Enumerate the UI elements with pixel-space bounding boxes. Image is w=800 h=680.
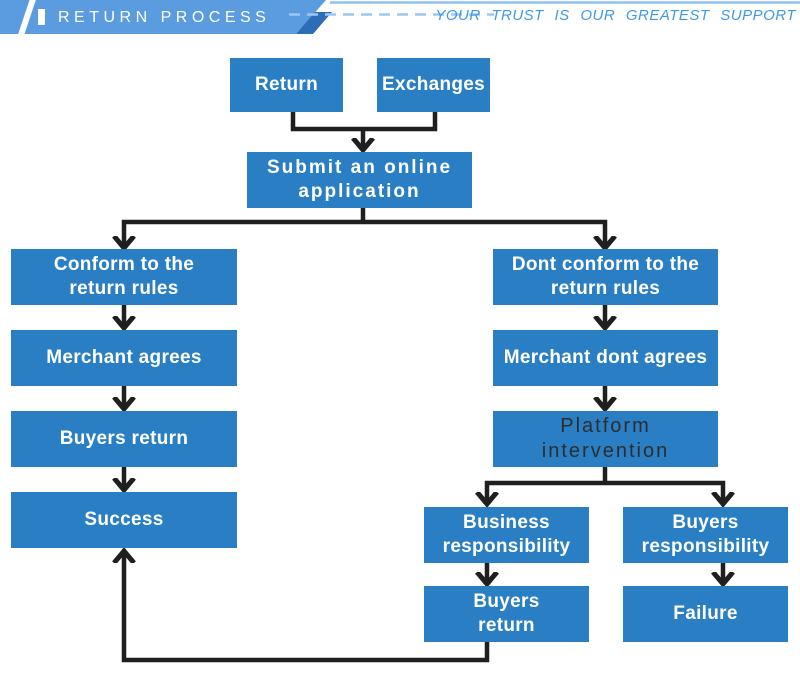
connector-split-branches xyxy=(124,219,605,248)
node-platform-intervention: Platform intervention xyxy=(493,411,718,467)
node-buyers-return-2: Buyers return xyxy=(424,586,589,642)
page-title: RETURN PROCESS xyxy=(58,9,271,26)
banner-slash-decoration xyxy=(17,0,36,39)
title-bar-icon xyxy=(38,9,45,25)
connector-split-responsibility xyxy=(487,480,723,504)
header-banner-art xyxy=(0,0,800,39)
node-conform-rules: Conform to the return rules xyxy=(11,249,237,305)
header-tagline: YOUR TRUST IS OUR GREATEST SUPPORT xyxy=(435,7,796,24)
node-return: Return xyxy=(230,58,343,112)
node-merchant-dont-agrees: Merchant dont agrees xyxy=(493,330,718,386)
node-buyers-return: Buyers return xyxy=(11,411,237,467)
node-merchant-agrees: Merchant agrees xyxy=(11,330,237,386)
connector-merge-return-exchanges xyxy=(290,112,438,132)
banner-shape xyxy=(0,0,326,34)
node-exchanges: Exchanges xyxy=(377,58,490,112)
banner-fold-shape xyxy=(296,12,332,34)
connector-loop-to-success xyxy=(124,551,490,663)
node-dont-conform-rules: Dont conform to the return rules xyxy=(493,249,718,305)
node-success: Success xyxy=(11,492,237,548)
node-failure: Failure xyxy=(623,586,788,642)
node-business-responsibility: Business responsibility xyxy=(424,507,589,563)
node-submit-application: Submit an online application xyxy=(247,152,472,208)
node-buyers-responsibility: Buyers responsibility xyxy=(623,507,788,563)
